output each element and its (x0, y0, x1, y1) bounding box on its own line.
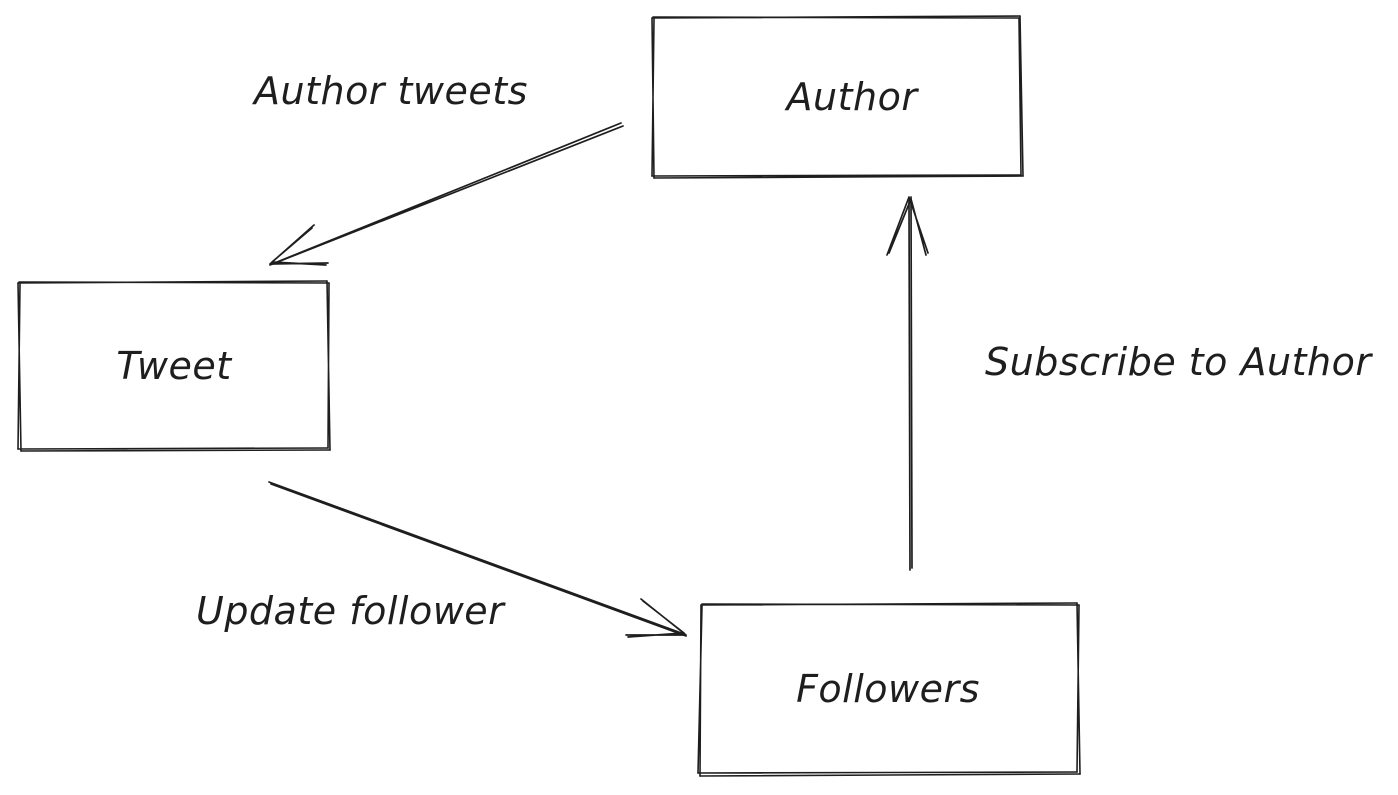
edge-tweet-to-followers[interactable] (268, 481, 687, 638)
edge-author-to-tweet-label: Author tweets (251, 69, 528, 113)
edge-author-to-tweet[interactable] (269, 122, 624, 266)
node-followers[interactable]: Followers (697, 602, 1081, 777)
node-tweet-label: Tweet (116, 344, 233, 388)
node-author-label: Author (784, 75, 920, 119)
arrowhead-icon (886, 196, 929, 256)
node-followers-label: Followers (796, 667, 980, 711)
arrowhead-icon (625, 598, 687, 638)
node-tweet[interactable]: Tweet (17, 280, 331, 452)
edge-followers-to-author[interactable] (886, 196, 929, 571)
edge-followers-to-author-label: Subscribe to Author (985, 340, 1373, 384)
edge-tweet-to-followers-label: Update follower (196, 589, 506, 633)
node-author[interactable]: Author (651, 15, 1024, 179)
arrowhead-icon (269, 224, 329, 266)
